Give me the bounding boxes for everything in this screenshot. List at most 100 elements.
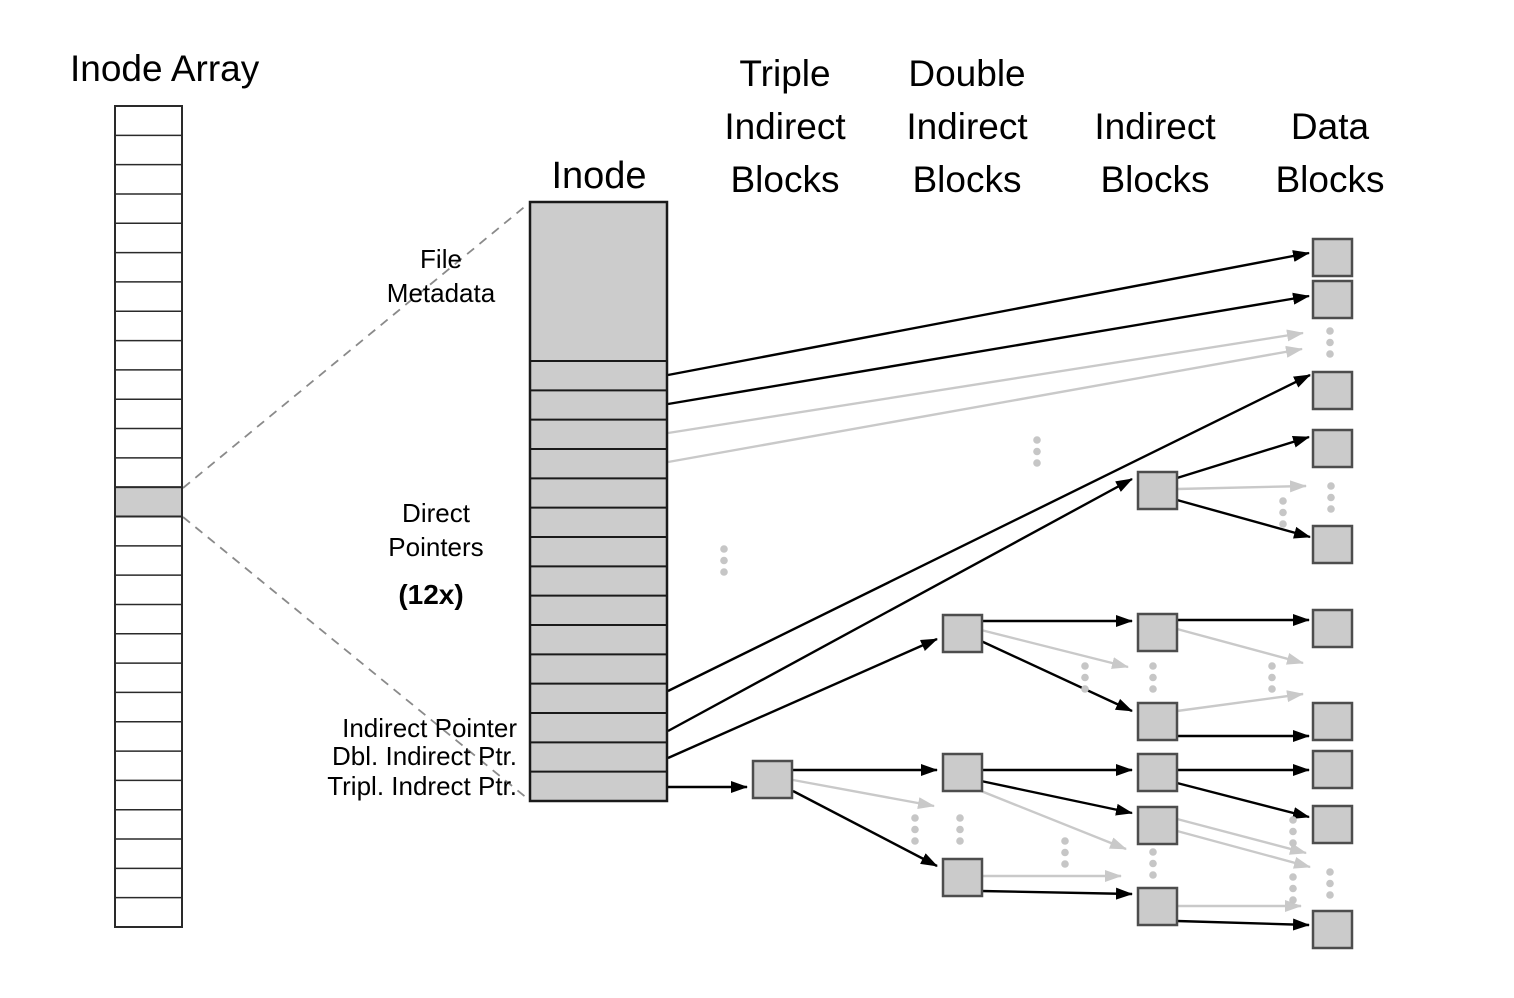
pointer-arrow-faded	[980, 628, 1129, 669]
ellipsis-dots-10	[956, 814, 964, 822]
data-block-6	[1311, 608, 1354, 649]
ellipsis-dots-11	[1061, 837, 1069, 845]
pointer-arrow	[1176, 918, 1310, 931]
data-block-10	[1311, 909, 1354, 950]
pointer-arrow	[980, 779, 1133, 816]
ellipsis-dots-5	[1279, 508, 1287, 517]
column-header-data-blocks: Data Blocks	[1275, 106, 1385, 200]
ellipsis-dots-1	[720, 556, 728, 565]
pointer-arrow	[667, 477, 1133, 733]
ellipsis-dots-7	[1149, 662, 1157, 670]
data-block-7	[1311, 701, 1354, 742]
ellipsis-dots-1	[720, 545, 728, 553]
double-indirect-block-3	[941, 857, 984, 898]
ellipsis-dots-4	[1327, 505, 1335, 513]
ellipsis-dots-5	[1279, 520, 1287, 528]
triple-indirect-block-1	[751, 759, 794, 800]
ellipsis-dots-2	[1033, 447, 1041, 456]
inode-expanded	[528, 200, 669, 803]
ellipsis-dots-3	[1326, 327, 1334, 335]
pointer-arrow	[792, 789, 938, 868]
pointer-arrow	[1176, 435, 1310, 480]
ellipsis-dots-7	[1149, 685, 1157, 693]
ellipsis-dots-2	[1033, 436, 1041, 444]
indirect-block-5	[1136, 805, 1179, 846]
pointer-arrow-faded	[667, 345, 1303, 464]
ellipsis-dots-15	[1326, 891, 1334, 899]
ellipsis-dots-1	[720, 568, 728, 576]
ellipsis-dots-13	[1289, 839, 1297, 847]
pointer-arrow-faded	[667, 329, 1304, 435]
ellipsis-dots-12	[1149, 848, 1157, 856]
pointer-arrow-faded	[1176, 690, 1304, 713]
data-block-3	[1311, 370, 1354, 411]
label-direct-pointers: Direct Pointers	[388, 498, 484, 562]
ellipsis-dots-11	[1061, 848, 1069, 857]
indirect-block-1	[1136, 470, 1179, 511]
double-indirect-block-2	[941, 752, 984, 793]
column-header-indirect-blocks: Indirect Blocks	[1094, 106, 1216, 200]
pointer-arrow	[1176, 781, 1310, 819]
label-file-metadata: File Metadata	[386, 244, 496, 308]
inode-array-title: Inode Array	[70, 48, 260, 89]
ellipsis-dots-2	[1033, 459, 1041, 467]
column-header-inode: Inode	[551, 155, 647, 197]
ellipsis-dots-15	[1326, 879, 1334, 888]
ellipsis-dots-4	[1327, 482, 1335, 490]
ellipsis-dots-6	[1081, 673, 1089, 682]
ellipsis-dots-13	[1289, 816, 1297, 824]
ellipsis-dots-6	[1081, 685, 1089, 693]
label-tripl-indirect-ptr: Tripl. Indrect Ptr.	[327, 771, 517, 801]
column-header-triple-indirect-blocks: Triple Indirect Blocks	[724, 53, 846, 200]
ellipsis-dots-13	[1289, 827, 1297, 836]
data-block-4	[1311, 428, 1354, 469]
indirect-block-6	[1136, 886, 1179, 927]
double-indirect-block-1	[941, 613, 984, 654]
pointer-arrow-faded	[1176, 817, 1307, 855]
column-header-double-indirect-blocks: Double Indirect Blocks	[906, 53, 1028, 200]
label-dbl-indirect-ptr: Dbl. Indirect Ptr.	[332, 741, 517, 771]
ellipsis-dots-12	[1149, 871, 1157, 879]
ellipsis-dots-15	[1326, 868, 1334, 876]
pointer-arrow-faded	[1176, 627, 1304, 665]
data-block-8	[1311, 749, 1354, 790]
ellipsis-dots-12	[1149, 859, 1157, 868]
indirect-block-4	[1136, 752, 1179, 793]
ellipsis-dots-14	[1289, 884, 1297, 893]
pointer-arrow	[980, 639, 1133, 713]
label-direct-pointer-count: (12x)	[398, 579, 464, 610]
indirect-block-2	[1136, 612, 1179, 653]
pointer-arrow	[980, 887, 1133, 900]
zoom-dashed-line-1	[182, 203, 529, 489]
pointer-arrow	[667, 250, 1310, 377]
label-indirect-pointer: Indirect Pointer	[342, 713, 517, 743]
pointer-arrow-faded	[792, 778, 935, 809]
ellipsis-dots-10	[956, 825, 964, 834]
pointer-arrow	[667, 292, 1310, 406]
ellipsis-dots-6	[1081, 662, 1089, 670]
ellipsis-dots-8	[1268, 673, 1276, 682]
pointer-arrow-faded	[980, 789, 1127, 851]
ellipsis-dots-10	[956, 837, 964, 845]
inode-array-selected-cell	[114, 486, 183, 518]
data-block-1	[1311, 237, 1354, 278]
ellipsis-dots-11	[1061, 860, 1069, 868]
ellipsis-dots-14	[1289, 896, 1297, 904]
ellipsis-dots-3	[1326, 350, 1334, 358]
pointer-arrow	[667, 637, 938, 760]
zoom-dashed-line-2	[182, 516, 529, 800]
ellipsis-dots-8	[1268, 662, 1276, 670]
ellipsis-dots-5	[1279, 497, 1287, 505]
pointer-arrow	[667, 373, 1311, 693]
indirect-block-3	[1136, 701, 1179, 742]
pointer-arrow-faded	[1176, 829, 1311, 869]
data-block-5	[1311, 524, 1354, 565]
data-block-9	[1311, 804, 1354, 845]
ellipsis-dots-3	[1326, 338, 1334, 347]
data-block-2	[1311, 279, 1354, 320]
ellipsis-dots-8	[1268, 685, 1276, 693]
ellipsis-dots-7	[1149, 673, 1157, 682]
pointer-arrow	[1176, 498, 1311, 539]
